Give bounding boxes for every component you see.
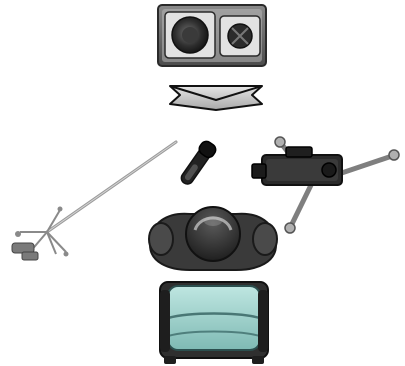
person-top-view-icon <box>149 207 277 270</box>
speaker-cabinet-icon <box>158 5 266 66</box>
video-camera-on-tripod-icon <box>252 137 399 233</box>
armchair-icon <box>160 282 268 364</box>
down-arrow-icon <box>170 86 262 110</box>
